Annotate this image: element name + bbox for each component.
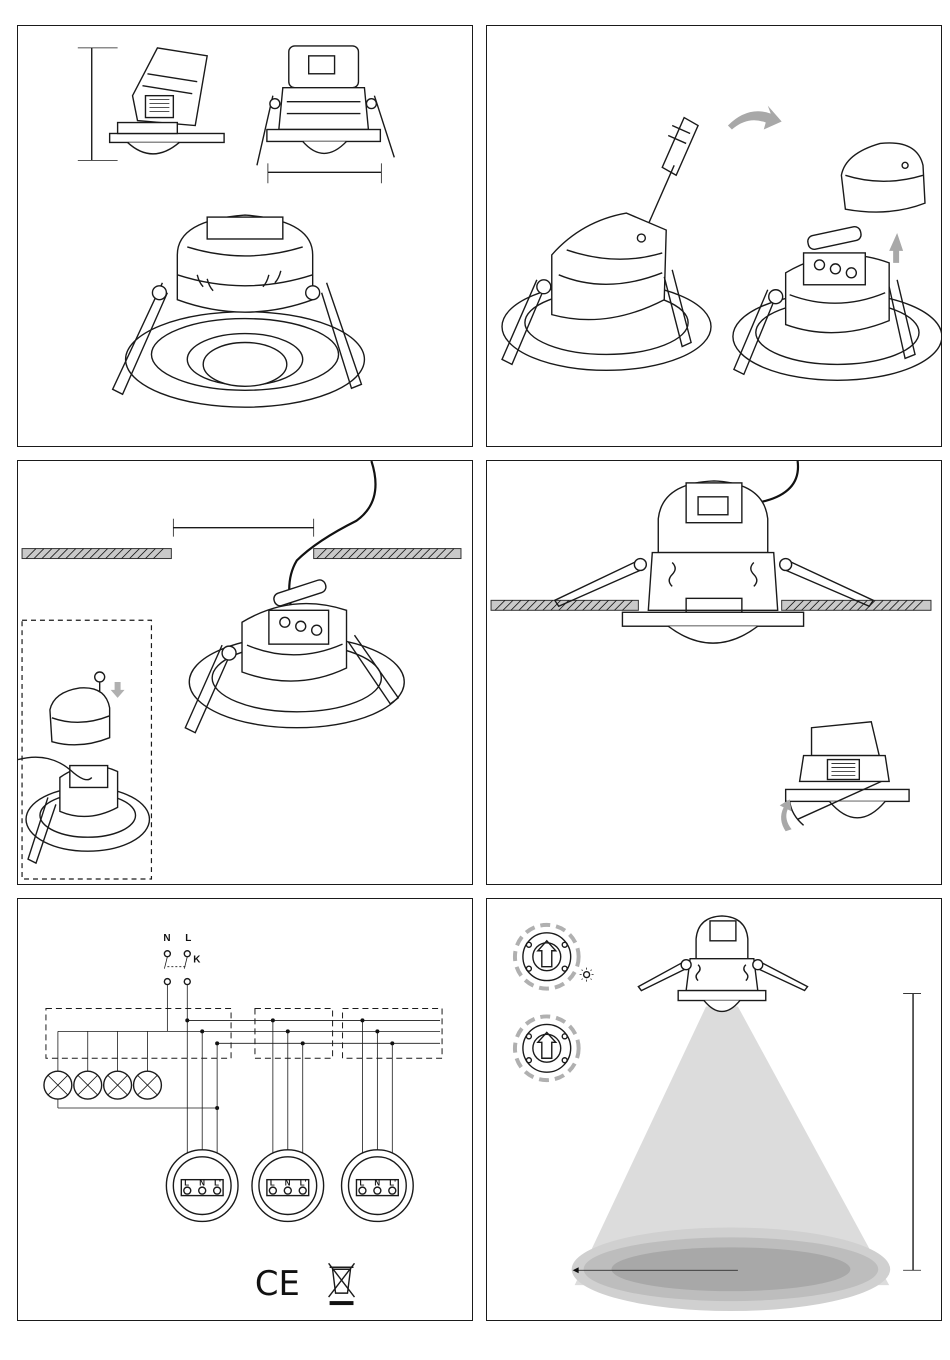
- adjustment-dial-2: [515, 1016, 579, 1080]
- ceiling-right: [314, 549, 461, 559]
- sensor-connecting-cable: [185, 578, 404, 732]
- detection-zone-inner: [611, 1247, 850, 1291]
- panel-ceiling-mounted: [486, 460, 942, 885]
- screwdriver-icon: [641, 118, 698, 240]
- terminal-label-lprime: L': [214, 1179, 221, 1188]
- lamp-group-box: [46, 1008, 231, 1058]
- supply-neutral-label: N: [163, 933, 170, 944]
- height-dimension-line: [78, 48, 118, 160]
- cutout-dimension-line: [173, 519, 313, 537]
- sensor-terminal-block: L N L': [252, 1150, 324, 1222]
- panel-detection-range: [486, 898, 942, 1321]
- sensor-ceiling-view: [638, 916, 807, 1012]
- sensor-tilt-detail: [786, 722, 909, 826]
- supply-live-label: L: [185, 933, 191, 944]
- panel-dimensions: [17, 25, 473, 447]
- terminal-label-lprime: L': [300, 1179, 307, 1188]
- panel-wiring-diagram: N L K: [17, 898, 473, 1321]
- panel-cutout-wiring: [17, 460, 473, 885]
- sensor-terminal-block: L N L': [166, 1150, 238, 1222]
- sensor-front-view: [257, 46, 394, 165]
- mounting-height-line: [903, 994, 921, 1271]
- lamp-icon: [44, 1071, 72, 1099]
- sensor-group-box-2: [255, 1008, 333, 1058]
- terminal-cover-removed: [841, 143, 925, 212]
- tilt-arrow-icon: [780, 799, 792, 831]
- inset-cover: [50, 688, 110, 745]
- crossed-out-bin-icon: [329, 1263, 355, 1305]
- sensor-terminal-block: L N L': [342, 1150, 414, 1222]
- sensor-closed-cover: [502, 213, 711, 370]
- sun-icon: [580, 968, 594, 982]
- rotate-arrow-icon: [728, 106, 782, 130]
- terminal-label-lprime: L': [389, 1179, 396, 1188]
- sensor-installed-side: [555, 481, 873, 643]
- switch-label: K: [193, 955, 201, 966]
- terminal-label-l: L: [184, 1179, 189, 1188]
- sensor-perspective-view: [113, 215, 365, 407]
- sensor-open-terminals: [733, 226, 941, 381]
- sensor-side-view: [110, 48, 224, 154]
- inset-down-arrow-icon: [111, 682, 125, 698]
- terminal-label-l: L: [359, 1179, 364, 1188]
- width-dimension-line: [268, 163, 381, 183]
- lamp-icon: [104, 1071, 132, 1099]
- terminal-label-n: N: [199, 1179, 205, 1188]
- terminal-label-l: L: [270, 1179, 275, 1188]
- ceiling-left: [22, 549, 171, 559]
- lamp-icon: [74, 1071, 102, 1099]
- ce-mark: CE: [255, 1264, 300, 1303]
- lamp-icon: [134, 1071, 162, 1099]
- lift-arrow-icon: [889, 233, 903, 263]
- ceiling-right-mounted: [782, 600, 931, 610]
- terminal-label-n: N: [374, 1179, 380, 1188]
- panel-remove-cover: [486, 25, 942, 447]
- inset-sensor: [18, 757, 149, 863]
- terminal-label-n: N: [285, 1179, 291, 1188]
- adjustment-dial-1: [515, 925, 579, 989]
